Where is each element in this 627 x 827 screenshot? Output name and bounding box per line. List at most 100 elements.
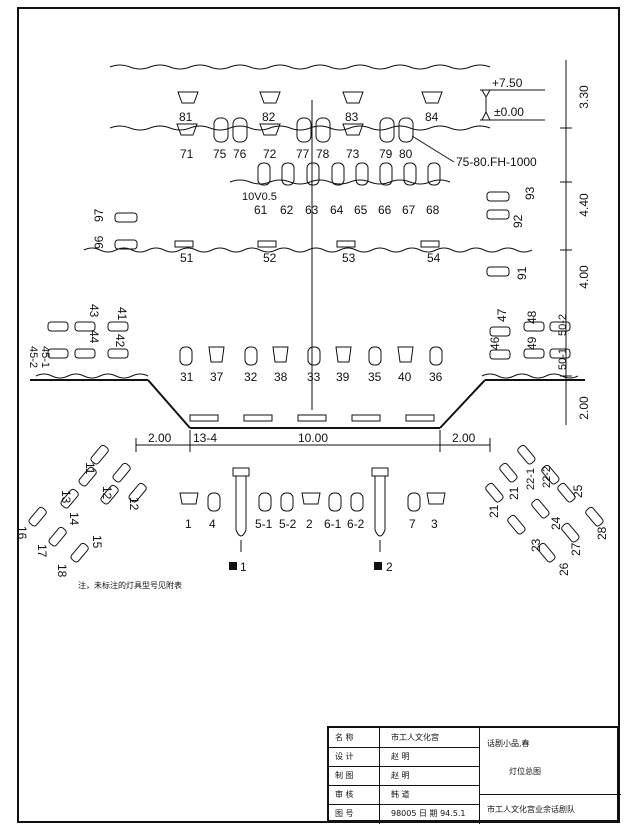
- label-50-1: 50-1: [557, 348, 569, 370]
- tb-drawing-title: 灯位总图: [509, 767, 541, 776]
- label-37: 37: [210, 370, 224, 384]
- dim-1000: 10.00: [298, 431, 328, 445]
- label-77: 77: [296, 147, 310, 161]
- row60-top-note: 10V0.5: [242, 191, 277, 203]
- label-97: 97: [92, 208, 106, 222]
- batten-2: [109, 125, 491, 131]
- label-39: 39: [336, 370, 350, 384]
- label-11: 11: [83, 462, 97, 475]
- top-row-units: [177, 91, 443, 104]
- tb-org: 市工人文化宫业余话剧队: [487, 805, 575, 814]
- label-22-2: 22-2: [541, 466, 553, 488]
- label-5-1: 5-1: [255, 517, 273, 531]
- label-49: 49: [525, 336, 539, 350]
- elev-zero: ±0.00: [494, 105, 524, 119]
- label-16: 16: [15, 526, 29, 540]
- dim-200-right: 2.00: [577, 396, 591, 420]
- batten-4: [83, 247, 533, 253]
- unit-91: [486, 266, 510, 277]
- label-33: 33: [307, 370, 321, 384]
- label-51: 51: [180, 251, 194, 265]
- label-23: 23: [529, 538, 543, 552]
- elev-top: +7.50: [492, 76, 523, 90]
- label-pole-1: 1: [240, 560, 247, 574]
- label-pole-2: 2: [386, 560, 393, 574]
- label-66: 66: [378, 203, 392, 217]
- light-pole-2: [371, 467, 389, 570]
- label-84: 84: [425, 110, 439, 124]
- sheet-border: [17, 7, 620, 823]
- row-30-units: [179, 346, 443, 366]
- light-pole-1: [229, 467, 250, 570]
- unit-92: [486, 209, 510, 220]
- label-15: 15: [90, 535, 104, 549]
- label-62: 62: [280, 203, 294, 217]
- label-25: 25: [571, 484, 585, 498]
- label-41: 41: [115, 307, 129, 321]
- label-32: 32: [244, 370, 258, 384]
- label-44: 44: [87, 330, 101, 344]
- bottom-row-units: [179, 492, 446, 512]
- label-71: 71: [180, 147, 194, 161]
- label-35: 35: [368, 370, 382, 384]
- label-17: 17: [35, 544, 49, 558]
- label-81: 81: [179, 110, 193, 124]
- label-46: 46: [488, 336, 502, 350]
- label-2: 2: [306, 517, 313, 531]
- label-82: 82: [262, 110, 276, 124]
- label-31: 31: [180, 370, 194, 384]
- label-1: 1: [185, 517, 192, 531]
- label-27: 27: [569, 542, 583, 556]
- label-14: 14: [67, 512, 81, 526]
- label-24: 24: [549, 516, 563, 530]
- label-92: 92: [511, 214, 525, 228]
- left-side-units: [47, 321, 129, 359]
- footnote: 注，未标注的灯具型号见附表: [78, 581, 182, 590]
- label-80: 80: [399, 147, 413, 161]
- label-22-1: 22-1: [525, 468, 537, 490]
- label-45-1: 45-1: [39, 346, 51, 368]
- row-60-units: [257, 162, 441, 186]
- dim-200-left: 2.00: [148, 431, 172, 445]
- label-21a: 21: [507, 486, 521, 500]
- label-53: 53: [342, 251, 356, 265]
- label-3: 3: [431, 517, 438, 531]
- right-angled-units: [485, 444, 604, 563]
- label-63: 63: [305, 203, 319, 217]
- label-38: 38: [274, 370, 288, 384]
- label-64: 64: [330, 203, 344, 217]
- label-40: 40: [398, 370, 412, 384]
- label-52: 52: [263, 251, 277, 265]
- fh-note: 75-80.FH-1000: [456, 155, 537, 169]
- stage-slope-left: [147, 379, 191, 429]
- label-18: 18: [55, 564, 69, 578]
- tb-row-review: 审 核韩 道: [329, 785, 479, 805]
- label-76: 76: [233, 147, 247, 161]
- left-angled-units: [28, 444, 147, 563]
- unit-97: [114, 212, 138, 223]
- tb-row-design: 设 计赵 明: [329, 747, 479, 767]
- label-13-4: 13-4: [193, 431, 217, 445]
- label-91: 91: [515, 266, 529, 280]
- unit-96: [114, 239, 138, 250]
- stage-left-edge-wave: [35, 373, 149, 379]
- label-93: 93: [523, 186, 537, 200]
- label-12b: 12: [127, 497, 141, 511]
- label-96: 96: [92, 235, 106, 249]
- label-36: 36: [429, 370, 443, 384]
- label-50-2: 50-2: [557, 314, 569, 336]
- label-61: 61: [254, 203, 268, 217]
- label-28: 28: [595, 526, 609, 540]
- label-6-2: 6-2: [347, 517, 365, 531]
- label-78: 78: [316, 147, 330, 161]
- label-43: 43: [87, 304, 101, 318]
- label-65: 65: [354, 203, 368, 217]
- label-75: 75: [213, 147, 227, 161]
- label-68: 68: [426, 203, 440, 217]
- label-21b: 21: [487, 504, 501, 518]
- label-72: 72: [263, 147, 277, 161]
- mid-row-units: [176, 117, 414, 143]
- pit-footlights: [189, 414, 435, 422]
